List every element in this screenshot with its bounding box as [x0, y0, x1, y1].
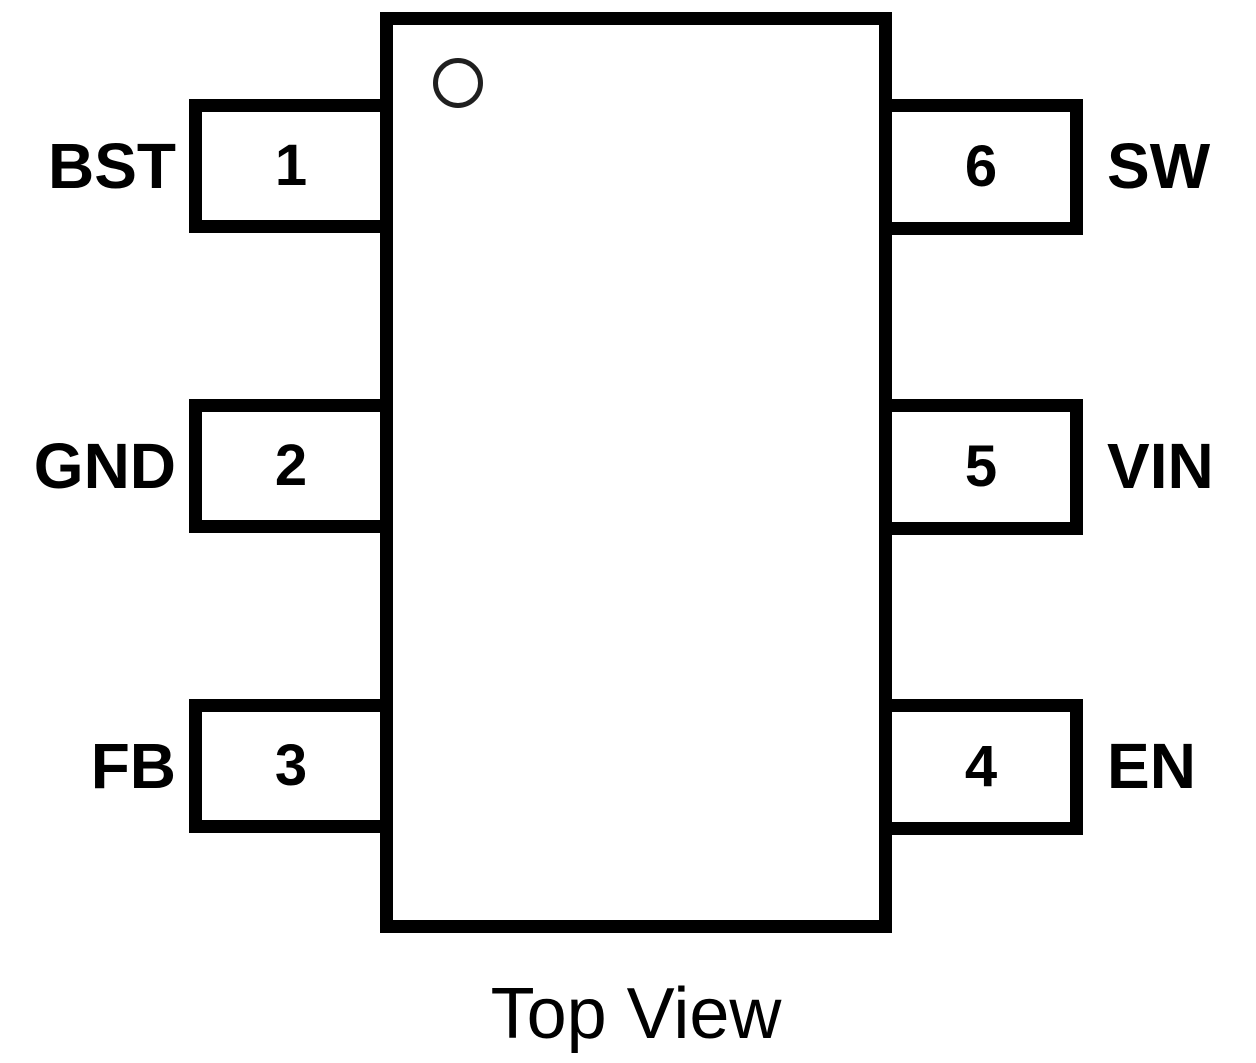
pin-label-sw: SW: [1107, 130, 1211, 202]
pin-box-6: 6: [879, 99, 1083, 235]
pin-number-5: 5: [964, 434, 998, 499]
pin-number-6: 6: [964, 134, 998, 199]
pin-number-2: 2: [274, 433, 308, 498]
pin-box-4: 4: [879, 699, 1083, 835]
pin-label-fb: FB: [90, 730, 176, 802]
pin-box-5: 5: [879, 399, 1083, 535]
pin-box-1: 1: [189, 99, 393, 233]
pin-box-2: 2: [189, 399, 393, 533]
pin-number-1: 1: [274, 133, 308, 198]
ic-package-body: [380, 12, 892, 933]
pin-label-gnd: GND: [33, 430, 176, 502]
pin-label-bst: BST: [48, 130, 176, 202]
pin-number-4: 4: [964, 734, 998, 799]
pin-label-vin: VIN: [1107, 430, 1214, 502]
diagram-caption: Top View: [490, 974, 782, 1054]
pin-number-3: 3: [274, 733, 308, 798]
pin-box-3: 3: [189, 699, 393, 833]
pin1-indicator-circle-icon: [433, 58, 483, 108]
pin-label-en: EN: [1107, 730, 1196, 802]
